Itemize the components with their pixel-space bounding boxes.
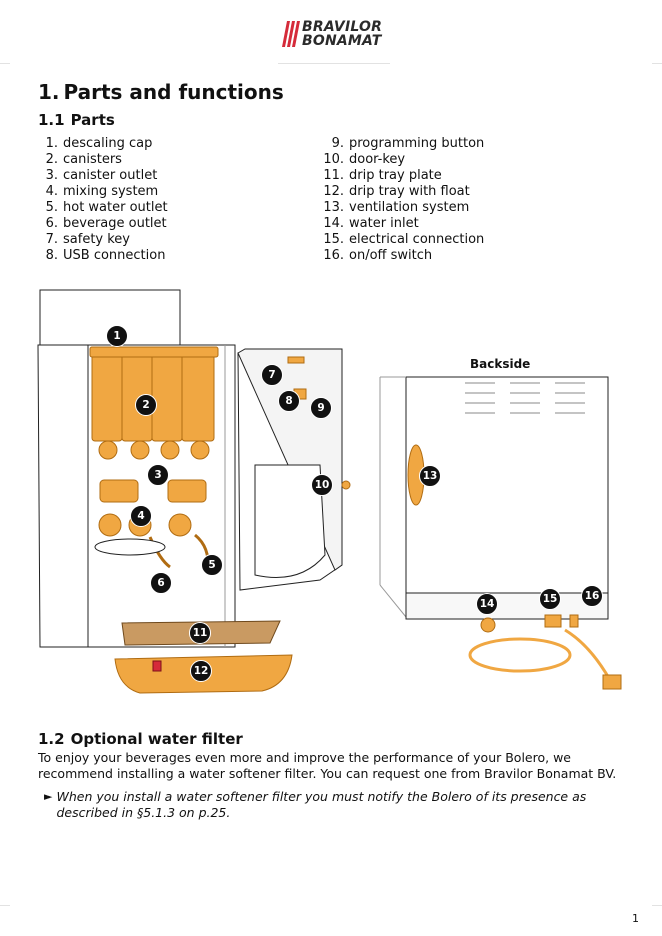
item-label: drip tray plate xyxy=(349,168,442,183)
list-item: 4. mixing system xyxy=(34,184,168,200)
item-label: door-key xyxy=(349,152,406,167)
page-number: 1 xyxy=(632,912,639,925)
list-item: 12. drip tray with float xyxy=(320,184,484,200)
callout-4: 4 xyxy=(130,505,152,527)
header-rule xyxy=(278,63,390,64)
section-1-2-title: 1.2 Optional water filter xyxy=(38,730,243,748)
parts-list-left: 1. descaling cap 2. canisters 3. canister o… xyxy=(34,136,168,264)
water-filter-note: ► When you install a water softener filt… xyxy=(44,789,634,821)
item-label: mixing system xyxy=(63,184,159,199)
callout-7: 7 xyxy=(261,364,283,386)
list-item: 14. water inlet xyxy=(320,216,484,232)
section-1-1-title: 1.1 Parts xyxy=(38,111,115,129)
item-label: drip tray with float xyxy=(349,184,470,199)
list-item: 10. door-key xyxy=(320,152,484,168)
item-label: water inlet xyxy=(349,216,419,231)
item-label: beverage outlet xyxy=(63,216,167,231)
brand-logo: BRAVILOR BONAMAT xyxy=(282,19,392,49)
item-number: 1. xyxy=(45,136,58,151)
section-1-1-number: 1.1 xyxy=(38,111,65,129)
list-item: 16. on/off switch xyxy=(320,248,484,264)
list-item: 9. programming button xyxy=(320,136,485,152)
section-1-2-title-text: Optional water filter xyxy=(70,730,243,748)
section-1-2-number: 1.2 xyxy=(38,730,65,748)
item-number: 13. xyxy=(323,200,344,215)
callout-12: 12 xyxy=(190,660,212,682)
chapter-title: 1.Parts and functions xyxy=(38,80,284,104)
item-number: 6. xyxy=(45,216,58,231)
list-item: 5. hot water outlet xyxy=(34,200,168,216)
item-number: 16. xyxy=(323,248,344,263)
right-margin-rule-bottom xyxy=(652,905,662,906)
callout-13: 13 xyxy=(419,465,441,487)
callout-6: 6 xyxy=(150,572,172,594)
list-item: 8. USB connection xyxy=(34,248,168,264)
item-number: 12. xyxy=(323,184,344,199)
right-margin-rule-top xyxy=(652,63,662,64)
callout-5: 5 xyxy=(201,554,223,576)
arrow-icon: ► xyxy=(44,790,53,803)
item-number: 8. xyxy=(45,248,58,263)
item-number: 3. xyxy=(45,168,58,183)
callout-15: 15 xyxy=(539,588,561,610)
water-filter-paragraph: To enjoy your beverages even more and im… xyxy=(38,750,617,781)
item-number: 2. xyxy=(45,152,58,167)
callout-3: 3 xyxy=(147,464,169,486)
item-number: 14. xyxy=(323,216,344,231)
machine-illustration: Backside 1 2 3 4 5 6 7 8 9 10 11 12 13 1… xyxy=(30,285,630,705)
item-number: 7. xyxy=(45,232,58,247)
logo-line-2: BONAMAT xyxy=(302,33,382,49)
list-item: 15. electrical connection xyxy=(320,232,484,248)
left-margin-rule-bottom xyxy=(0,905,10,906)
callout-1: 1 xyxy=(106,325,128,347)
item-label: electrical connection xyxy=(349,232,485,247)
item-number: 15. xyxy=(323,232,344,247)
list-item: 11. drip tray plate xyxy=(320,168,484,184)
logo-stripes-icon xyxy=(282,21,300,47)
section-1-1-title-text: Parts xyxy=(70,111,115,129)
chapter-number: 1. xyxy=(38,80,60,104)
callout-16: 16 xyxy=(581,585,603,607)
list-item: 13. ventilation system xyxy=(320,200,484,216)
callout-14: 14 xyxy=(476,593,498,615)
item-number: 9. xyxy=(331,136,344,151)
left-margin-rule-top xyxy=(0,63,10,64)
callout-8: 8 xyxy=(278,390,300,412)
item-label: ventilation system xyxy=(349,200,470,215)
item-number: 5. xyxy=(45,200,58,215)
callout-11: 11 xyxy=(189,622,211,644)
list-item: 1. descaling cap xyxy=(34,136,168,152)
list-item: 7. safety key xyxy=(34,232,168,248)
list-item: 6. beverage outlet xyxy=(34,216,168,232)
callout-9: 9 xyxy=(310,397,332,419)
item-number: 11. xyxy=(323,168,344,183)
item-label: programming button xyxy=(349,136,485,151)
backside-label: Backside xyxy=(470,357,531,371)
item-label: on/off switch xyxy=(349,248,433,263)
parts-list-right: 9. programming button 10. door-key 11. drip… xyxy=(320,136,484,264)
chapter-title-text: Parts and functions xyxy=(63,80,284,104)
list-item: 3. canister outlet xyxy=(34,168,168,184)
item-number: 4. xyxy=(45,184,58,199)
callout-10: 10 xyxy=(311,474,333,496)
item-label: descaling cap xyxy=(63,136,153,151)
item-label: safety key xyxy=(63,232,130,247)
item-label: canister outlet xyxy=(63,168,158,183)
item-label: hot water outlet xyxy=(63,200,168,215)
callout-2: 2 xyxy=(135,394,157,416)
item-number: 10. xyxy=(323,152,344,167)
item-label: canisters xyxy=(63,152,122,167)
note-text: When you install a water softener filter… xyxy=(56,789,587,820)
item-label: USB connection xyxy=(63,248,166,263)
list-item: 2. canisters xyxy=(34,152,168,168)
logo-line-1: BRAVILOR xyxy=(302,19,383,35)
machine-drawing xyxy=(37,289,622,694)
